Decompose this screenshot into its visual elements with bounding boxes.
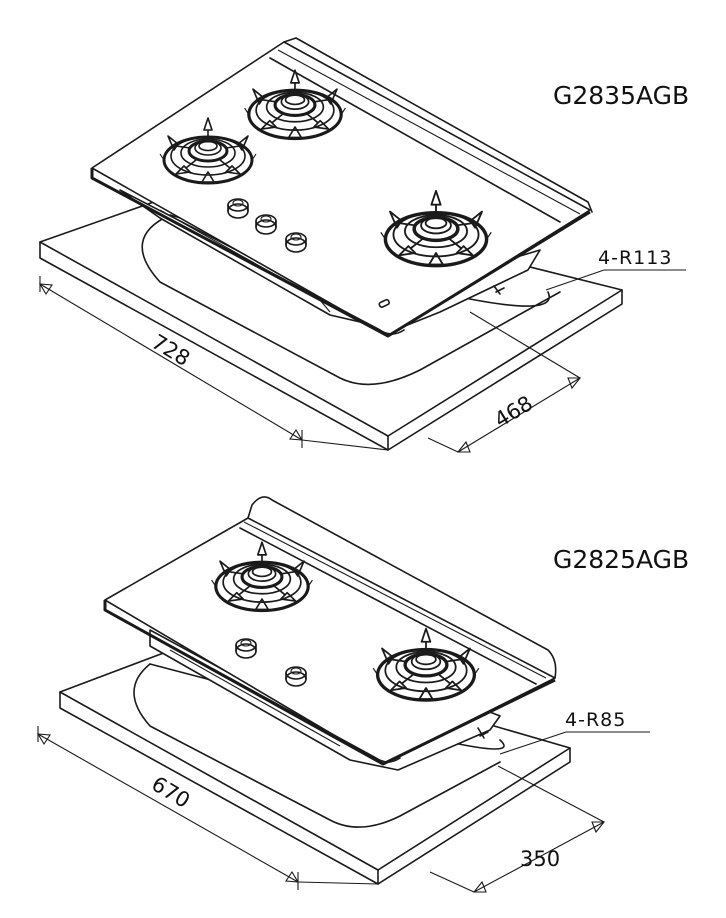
bottom-depth-dimension: 350 bbox=[429, 765, 606, 893]
top-radius-label: 4-R113 bbox=[598, 247, 672, 269]
top-radius-callout: 4-R113 bbox=[545, 247, 686, 291]
bottom-model-label: G2825AGB bbox=[553, 545, 689, 574]
top-drawing: G2835AGB 4-R113 728 468 bbox=[38, 37, 689, 453]
bottom-drawing: G2825AGB 4-R85 670 350 bbox=[36, 496, 689, 893]
bottom-depth-label: 350 bbox=[520, 847, 560, 871]
bottom-radius-label: 4-R85 bbox=[565, 709, 626, 731]
top-model-label: G2835AGB bbox=[553, 81, 689, 110]
top-depth-label: 468 bbox=[490, 391, 537, 432]
bottom-radius-callout: 4-R85 bbox=[499, 709, 650, 755]
